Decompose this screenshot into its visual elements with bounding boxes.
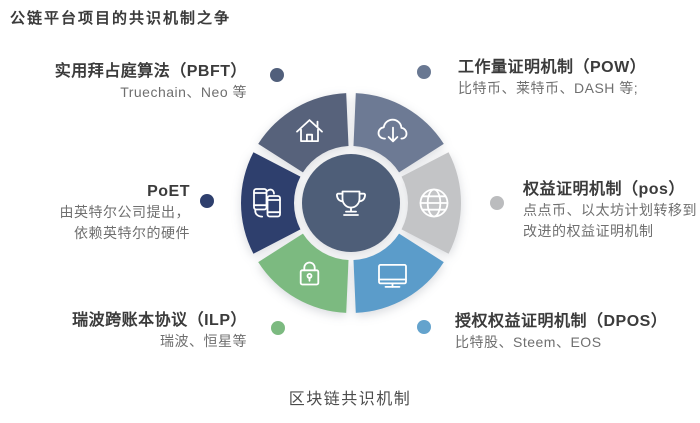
label-poet-desc-line2: 依赖英特尔的硬件 xyxy=(74,225,190,241)
label-dpos-title: 授权权益证明机制（DPOS） xyxy=(455,313,668,330)
label-pos-desc-line2: 改进的权益证明机制 xyxy=(523,223,654,239)
bullet-ilp xyxy=(271,321,285,335)
consensus-wheel xyxy=(241,93,461,313)
label-pos: 权益证明机制（pos） 点点币、以太坊计划转移到 改进的权益证明机制 xyxy=(523,179,697,242)
bullet-pbft xyxy=(270,68,284,82)
cloud-download-icon xyxy=(377,118,408,143)
label-pbft-examples: Truechain、Neo 等 xyxy=(120,84,247,100)
label-pow-examples: 比特币、莱特币、DASH 等; xyxy=(458,80,639,96)
label-ilp: 瑞波跨账本协议（ILP） 瑞波、恒星等 xyxy=(72,310,247,352)
bullet-dpos xyxy=(417,320,431,334)
page-title: 公链平台项目的共识机制之争 xyxy=(10,10,232,27)
bullet-pos xyxy=(490,196,504,210)
label-dpos-examples: 比特股、Steem、EOS xyxy=(455,334,602,350)
segment-phones xyxy=(241,152,301,254)
segment-cloud xyxy=(353,93,444,173)
segment-house xyxy=(258,93,349,173)
segment-lock xyxy=(258,233,349,313)
trophy-icon xyxy=(336,190,366,216)
label-pos-title: 权益证明机制（pos） xyxy=(523,181,685,198)
wheel-center xyxy=(302,154,400,252)
diagram-caption: 区块链共识机制 xyxy=(288,391,412,408)
label-pbft-title: 实用拜占庭算法（PBFT） xyxy=(54,63,247,80)
label-ilp-examples: 瑞波、恒星等 xyxy=(160,333,247,349)
label-poet-title: PoET xyxy=(147,183,190,200)
label-poet-desc-line1: 由英特尔公司提出， xyxy=(59,204,190,220)
label-poet: PoET 由英特尔公司提出， 依赖英特尔的硬件 xyxy=(60,181,191,244)
segment-monitor xyxy=(353,233,444,313)
label-ilp-title: 瑞波跨账本协议（ILP） xyxy=(72,312,247,329)
bullet-poet xyxy=(200,194,214,208)
house-icon xyxy=(296,119,323,142)
smartphones-icon xyxy=(253,188,281,218)
globe-icon xyxy=(419,188,449,218)
monitor-icon xyxy=(378,264,407,288)
label-pow-title: 工作量证明机制（POW） xyxy=(458,59,647,76)
bullet-pow xyxy=(417,65,431,79)
label-pow: 工作量证明机制（POW） 比特币、莱特币、DASH 等; xyxy=(458,57,646,99)
lock-icon xyxy=(299,261,320,286)
label-pbft: 实用拜占庭算法（PBFT） Truechain、Neo 等 xyxy=(55,61,247,103)
label-dpos: 授权权益证明机制（DPOS） 比特股、Steem、EOS xyxy=(455,311,667,353)
label-pos-desc-line1: 点点币、以太坊计划转移到 xyxy=(523,202,697,218)
